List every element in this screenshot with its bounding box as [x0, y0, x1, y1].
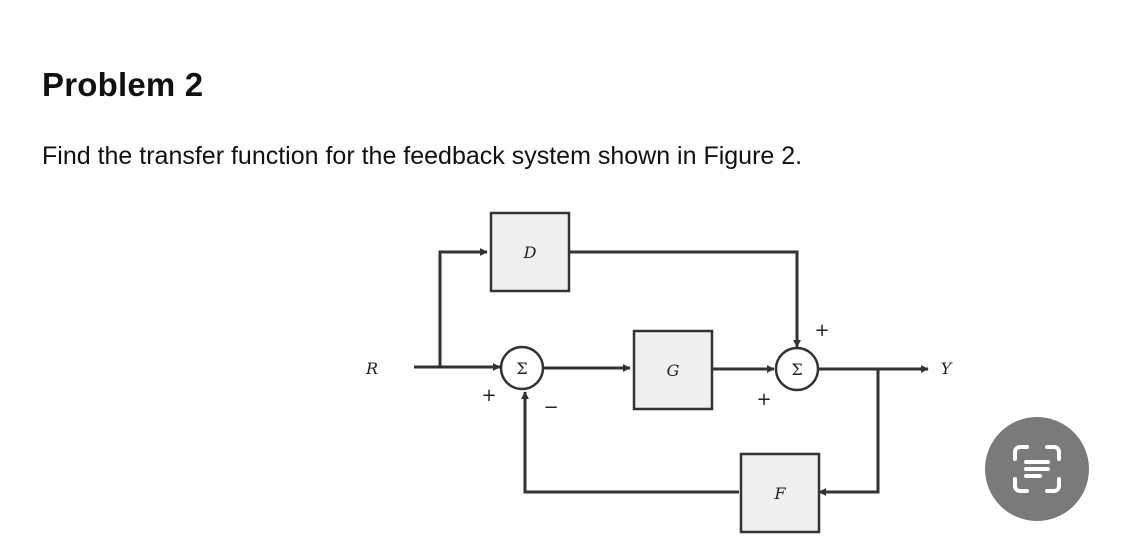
summer1-plus-sign: + — [481, 385, 496, 406]
problem-prompt: Find the transfer function for the feedb… — [42, 142, 803, 170]
summer2-top-plus-sign: + — [814, 320, 829, 341]
block-f — [739, 452, 821, 534]
output-label: Y — [941, 359, 953, 378]
summing-junction-1 — [499, 345, 545, 391]
branch-to-d — [438, 248, 488, 367]
summer1-minus-sign: − — [543, 397, 558, 418]
summer2-left-plus-sign: + — [756, 389, 771, 410]
text-scan-button[interactable] — [985, 417, 1089, 521]
summing-junction-1-symbol: Σ — [516, 359, 527, 378]
block-d — [489, 211, 571, 293]
block-f-label: F — [773, 484, 786, 503]
block-d-label: D — [523, 243, 537, 262]
d-to-summer2 — [569, 250, 801, 348]
input-label: R — [365, 359, 378, 378]
block-g-label: G — [667, 361, 680, 380]
block-g — [632, 329, 714, 411]
summing-junction-2 — [774, 346, 820, 392]
summing-junction-2-symbol: Σ — [791, 360, 802, 379]
f-to-summer1 — [521, 391, 739, 494]
problem-title: Problem 2 — [42, 66, 204, 103]
feedback-to-f — [818, 369, 880, 496]
text-scan-icon — [1013, 445, 1061, 493]
